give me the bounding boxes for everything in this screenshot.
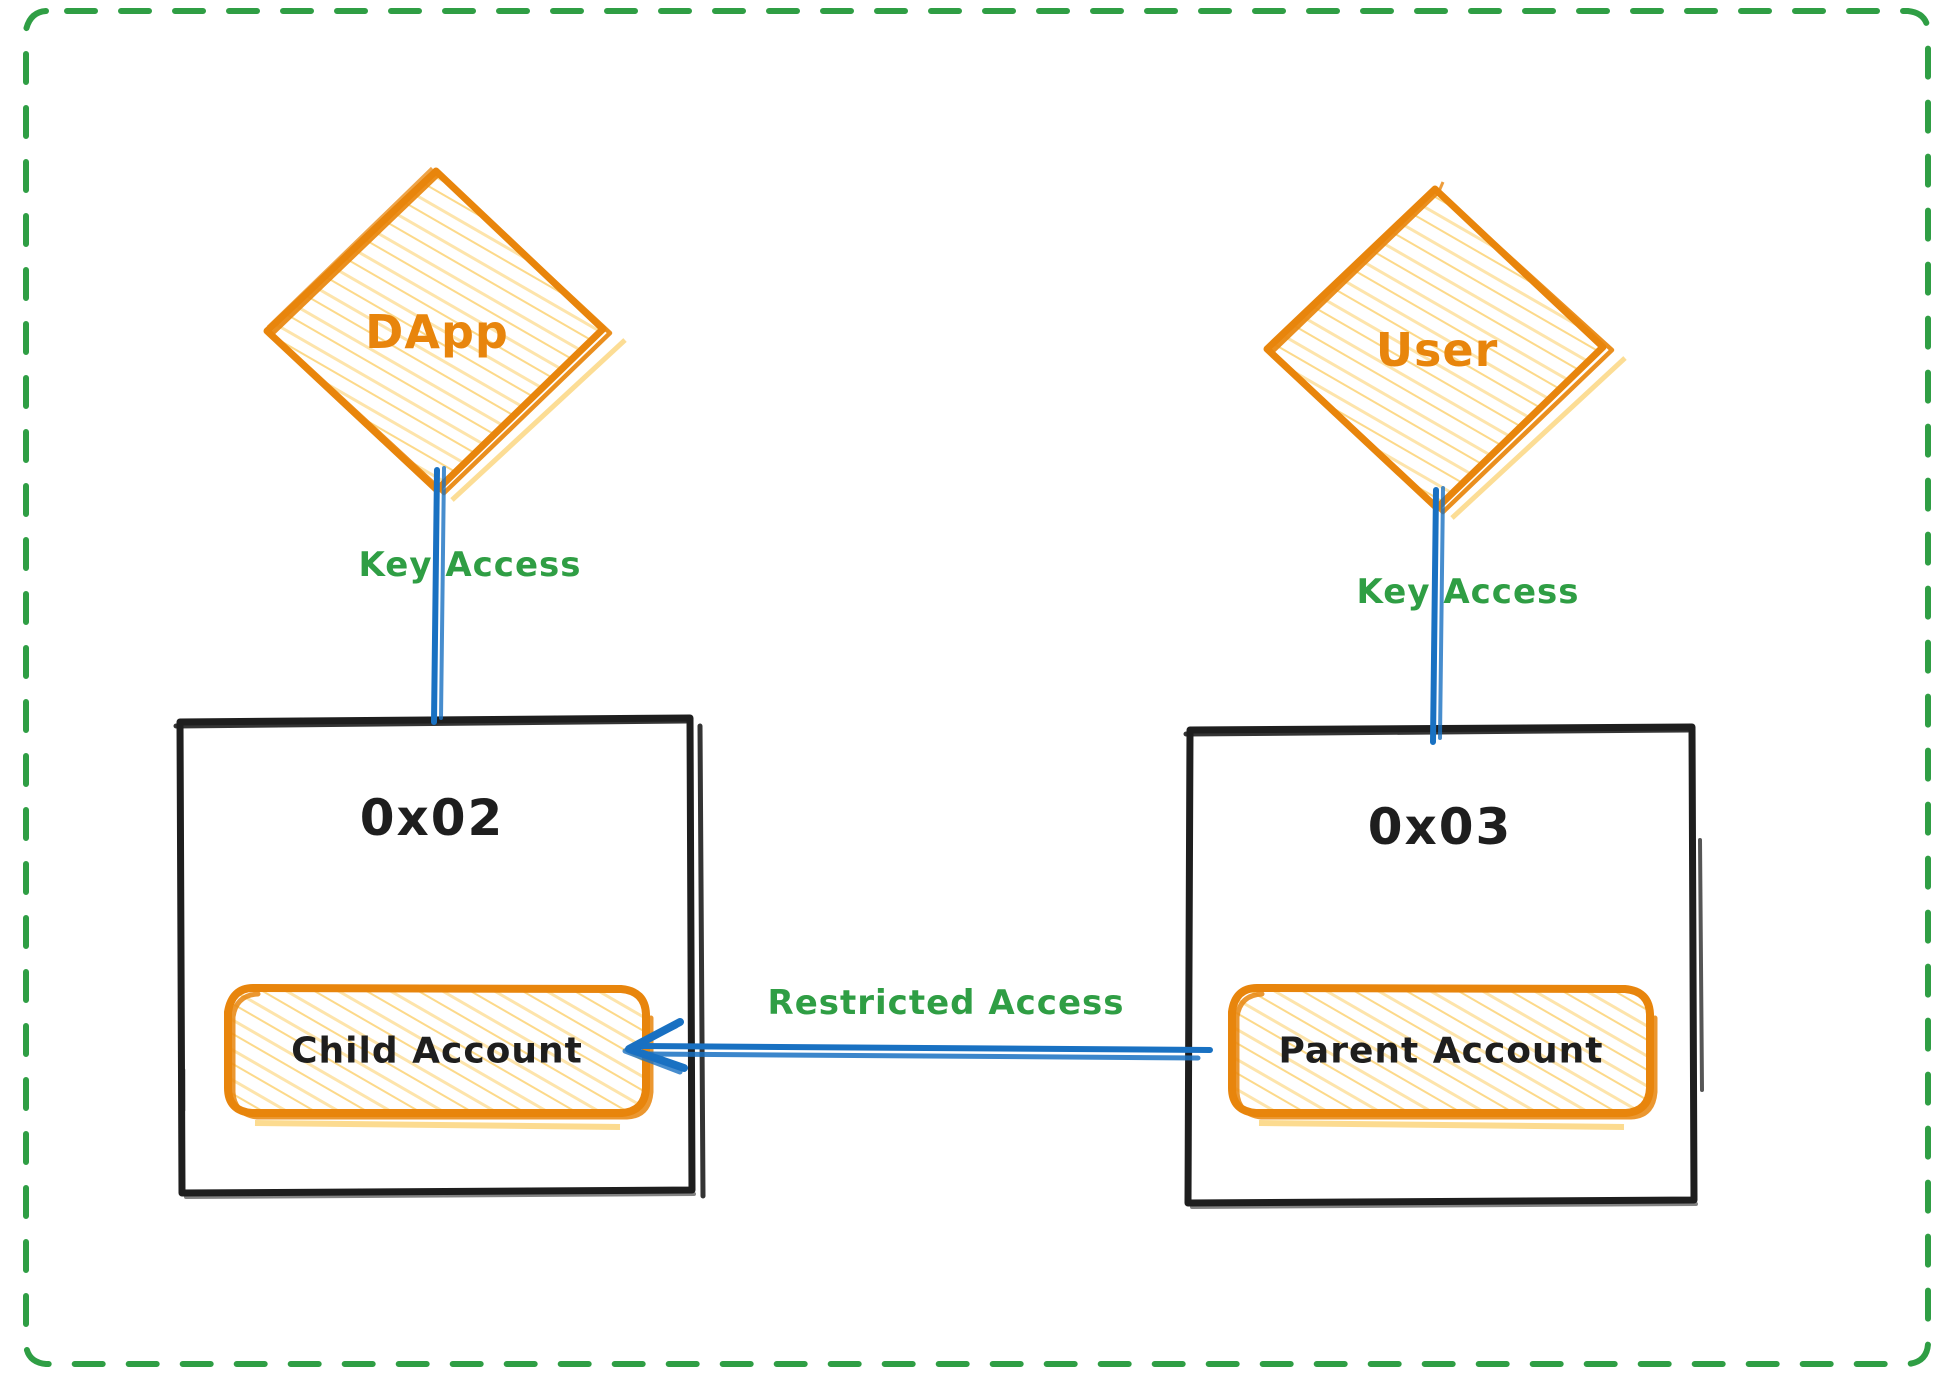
account-box-0x03[interactable] (1183, 723, 1704, 1209)
parent-account-shape[interactable] (1228, 984, 1658, 1130)
dashed-green-frame (23, 8, 1931, 1367)
edge-parent-to-child-restricted[interactable] (622, 1018, 1213, 1075)
dapp-diamond-shape[interactable] (263, 166, 627, 502)
edge-dapp-to-child-account[interactable] (431, 466, 446, 725)
child-account-shape[interactable] (224, 984, 654, 1130)
user-diamond-shape[interactable] (1263, 181, 1627, 520)
edge-user-to-parent-account[interactable] (1430, 486, 1445, 745)
